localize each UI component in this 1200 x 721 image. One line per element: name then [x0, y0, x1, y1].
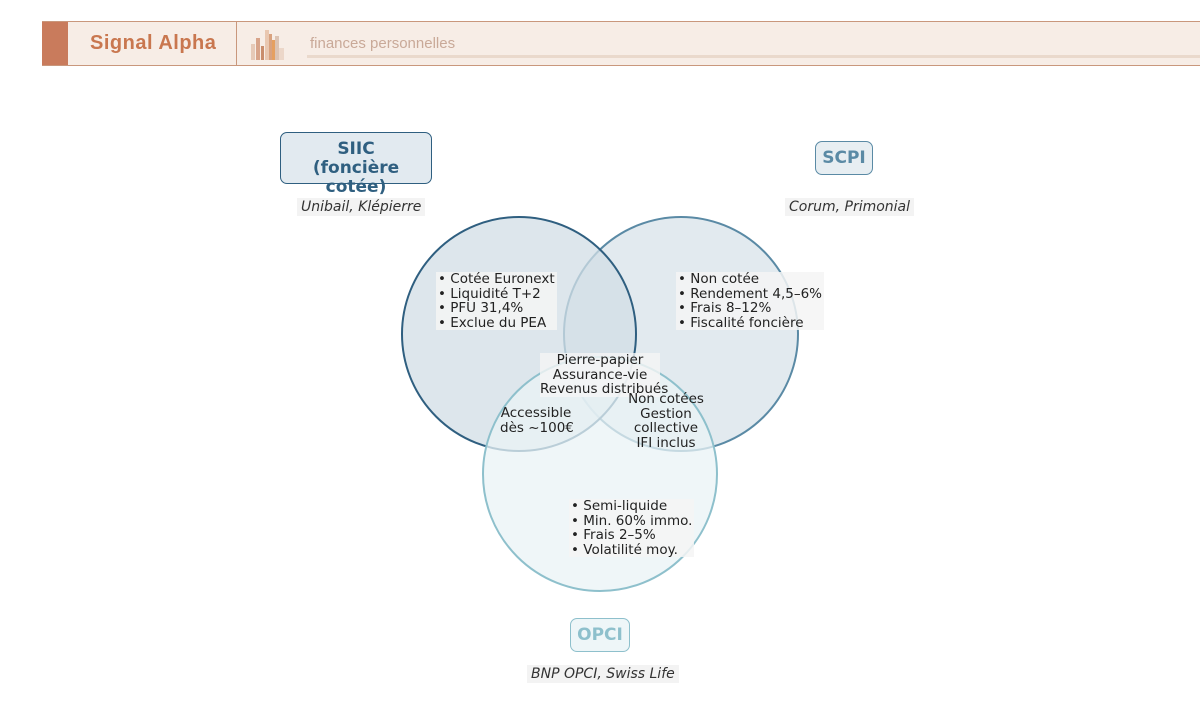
header-divider: [236, 22, 237, 65]
scpi-feature: Non cotée: [678, 272, 822, 287]
siic-feature: Liquidité T+2: [438, 286, 555, 302]
siic-title-line2: (foncière cotée): [312, 158, 400, 197]
intersection-all-line: Revenus distribués: [540, 381, 669, 397]
header-tagline: finances personnelles: [310, 35, 456, 52]
siic-examples: Unibail, Klépierre: [297, 198, 426, 216]
opci-title: OPCI: [577, 625, 623, 645]
scpi-feature: Rendement 4,5–6%: [678, 286, 822, 302]
opci-feature: Frais 2–5%: [571, 528, 692, 543]
brand-color-block: [42, 22, 68, 65]
scpi-feature: Frais 8–12%: [678, 301, 822, 316]
intersection-scpi-opci: Non cotées Gestion collective IFI inclus: [628, 392, 704, 450]
opci-feature: Volatilité moy.: [571, 542, 692, 558]
intersection-siic-opci: Accessible dès ~100€: [500, 405, 574, 436]
opci-title-box: OPCI: [570, 618, 630, 652]
scpi-features: Non cotée Rendement 4,5–6% Frais 8–12% F…: [676, 272, 825, 331]
scpi-examples: Corum, Primonial: [785, 198, 915, 216]
site-header: Signal Alpha finances personnelles: [42, 21, 1200, 66]
header-rule: [307, 55, 1200, 58]
opci-feature: Semi-liquide: [571, 499, 692, 514]
siic-features: Cotée Euronext Liquidité T+2 PFU 31,4% E…: [436, 272, 557, 330]
intersection-scpi-opci-line: Non cotées: [628, 391, 704, 407]
opci-feature: Min. 60% immo.: [571, 513, 692, 529]
intersection-scpi-opci-line: IFI inclus: [636, 434, 696, 451]
brand-name[interactable]: Signal Alpha: [90, 32, 217, 54]
intersection-all: Pierre-papier Assurance-vie Revenus dist…: [540, 352, 669, 397]
opci-examples: BNP OPCI, Swiss Life: [527, 665, 679, 683]
siic-feature: Exclue du PEA: [438, 315, 555, 331]
siic-title-line1: SIIC: [337, 139, 375, 159]
siic-feature: Cotée Euronext: [438, 272, 554, 287]
intersection-scpi-opci-line: collective: [633, 420, 699, 436]
scpi-title: SCPI: [822, 148, 866, 168]
scpi-feature: Fiscalité foncière: [678, 315, 822, 331]
opci-features: Semi-liquide Min. 60% immo. Frais 2–5% V…: [569, 499, 695, 558]
intersection-siic-opci-line: Accessible: [500, 405, 572, 421]
intersection-all-line: Pierre-papier: [556, 352, 644, 368]
scpi-title-box: SCPI: [815, 141, 873, 175]
siic-title-box: SIIC (foncière cotée): [280, 132, 432, 197]
intersection-siic-opci-line: dès ~100€: [500, 419, 574, 436]
intersection-all-line: Assurance-vie: [552, 366, 648, 383]
bar-chart-logo-icon: [251, 30, 284, 60]
intersection-scpi-opci-line: Gestion: [640, 405, 692, 422]
siic-feature: PFU 31,4%: [438, 301, 555, 316]
